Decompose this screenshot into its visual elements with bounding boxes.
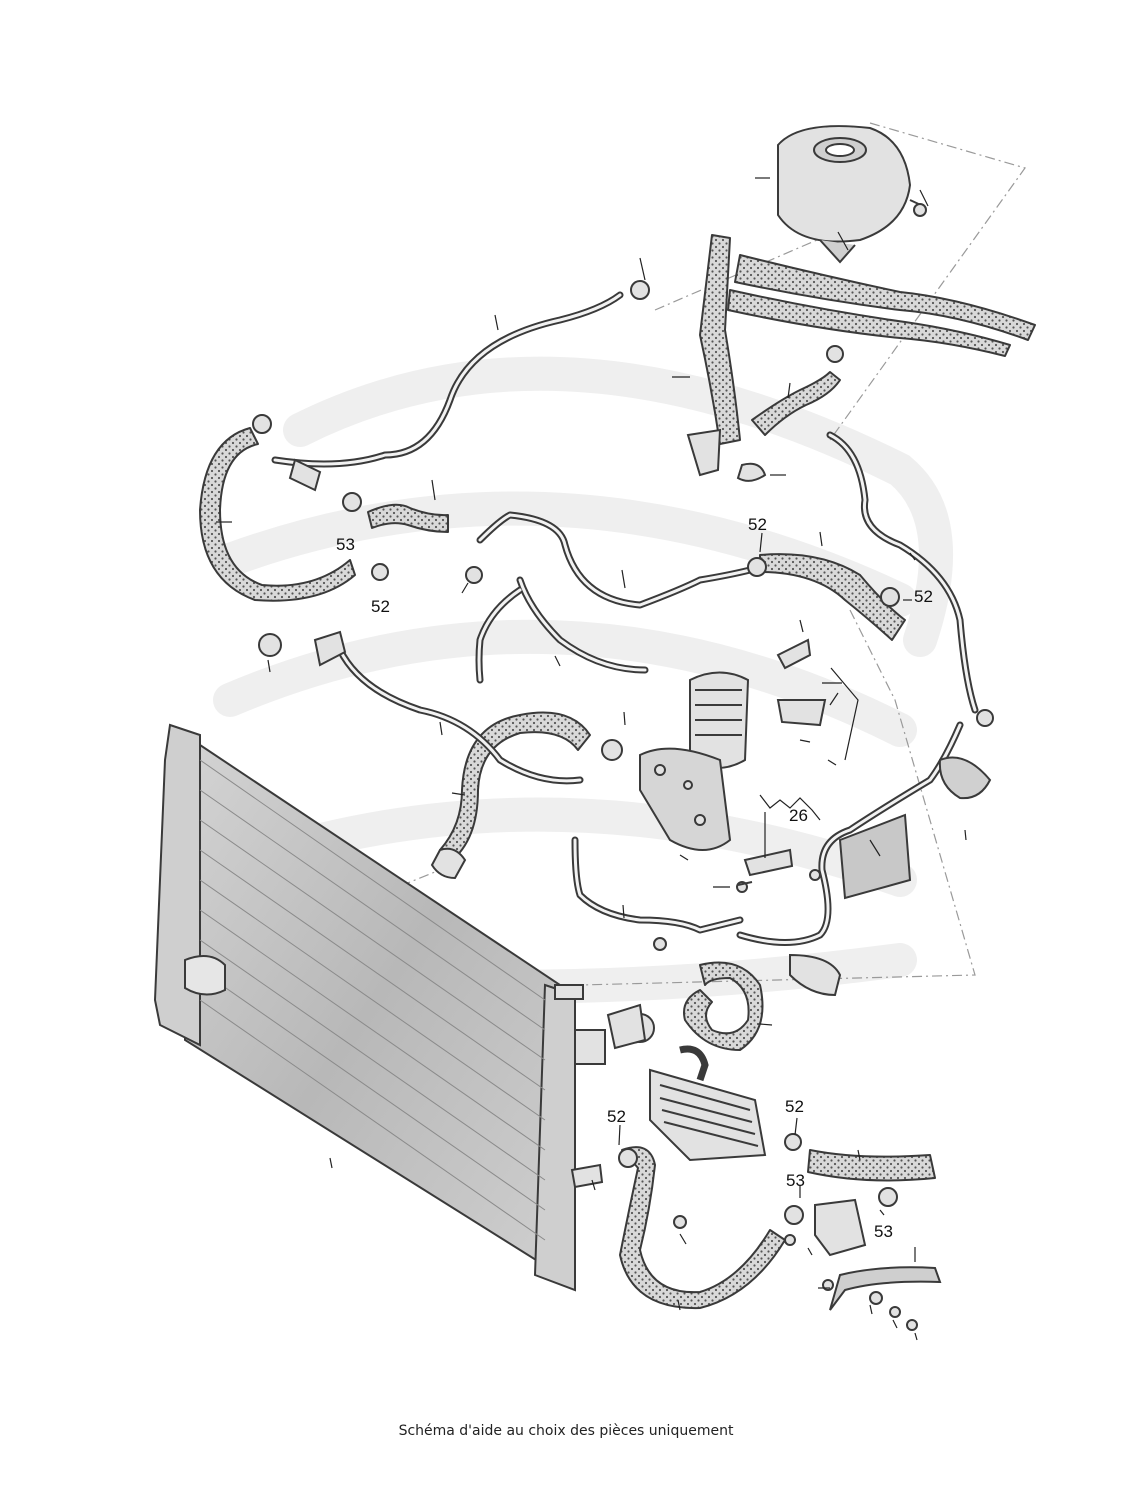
- clamps-fittings: [252, 280, 994, 1331]
- radiator: [153, 723, 606, 1292]
- hoses: [199, 234, 1036, 1310]
- hose-lower-right: [807, 1149, 936, 1182]
- callout-53-left: 53: [336, 535, 355, 554]
- callout-52-right: 52: [914, 587, 933, 606]
- hose-mid-right: [759, 553, 906, 641]
- hose-upper-right-b: [727, 289, 1011, 357]
- diagram-caption: Schéma d'aide au choix des pièces unique…: [398, 1423, 734, 1439]
- callout-52-bottom-left: 52: [607, 1107, 626, 1126]
- hose-lower-s: [683, 961, 764, 1051]
- hose-vertical-tank: [699, 234, 741, 445]
- oil-cooler: [649, 1045, 767, 1162]
- callout-52-top: 52: [748, 515, 767, 534]
- hose-small-s: [367, 503, 449, 533]
- hose-upper-right: [734, 254, 1036, 341]
- hose-lower-left: [619, 1146, 786, 1310]
- radiator-fins: [199, 759, 546, 1241]
- leader-lines: [216, 177, 967, 1341]
- hose-left-large: [199, 427, 356, 602]
- callout-26: 26: [789, 806, 808, 825]
- pipes-inner: [273, 293, 977, 944]
- callout-53-bottom-right: 53: [874, 1222, 893, 1241]
- coolant-pump: [814, 1198, 942, 1311]
- hose-small-center: [751, 371, 841, 436]
- hose-center-elbow: [439, 711, 591, 863]
- oil-filter-housing: [639, 671, 750, 851]
- callout-labels: 53 52 52 52 26 52 52 53 53: [336, 515, 933, 1241]
- callout-52-bottom-right: 52: [785, 1097, 804, 1116]
- expansion-tank: [777, 125, 927, 264]
- callout-52-left: 52: [371, 597, 390, 616]
- callout-53-bottom-mid: 53: [786, 1171, 805, 1190]
